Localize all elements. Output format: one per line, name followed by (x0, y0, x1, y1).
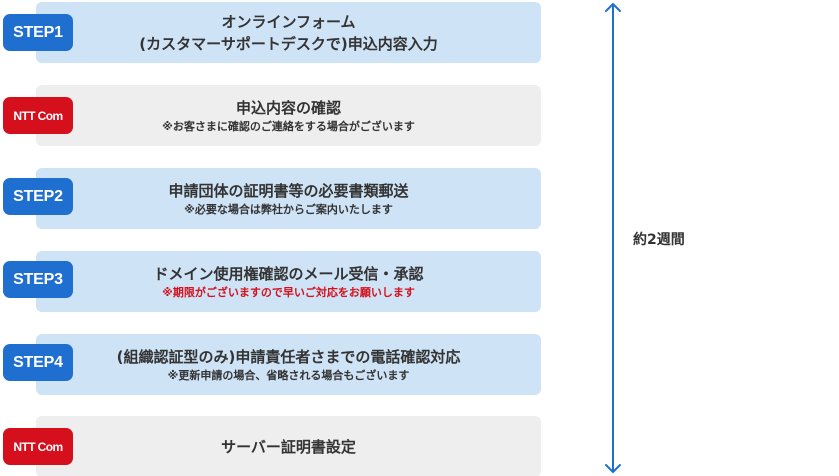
ntt-com-badge: NTT Com (3, 97, 73, 134)
step2-note: ※必要な場合は弊社からご案内いたします (184, 202, 393, 216)
duration-arrow-icon (605, 3, 621, 473)
step3-note: ※期限がございますので早いご対応をお願いします (162, 285, 415, 299)
step4-title: (組織認証型のみ)申請責任者さまでの電話確認対応 (116, 347, 461, 366)
step3-row: ドメイン使用権確認のメール受信・承認 ※期限がございますので早いご対応をお願いし… (36, 251, 541, 312)
ntt-server-cert-title: サーバー証明書設定 (221, 437, 356, 456)
step3-title: ドメイン使用権確認のメール受信・承認 (153, 264, 424, 283)
step1-title: オンラインフォーム (221, 12, 356, 31)
step2-badge: STEP2 (3, 178, 73, 215)
duration-label: 約2週間 (633, 232, 685, 248)
step1-title-line2: (カスタマーサポートデスクで)申込内容入力 (139, 34, 438, 53)
step2-row: 申請団体の証明書等の必要書類郵送 ※必要な場合は弊社からご案内いたします (36, 168, 541, 229)
step4-row: (組織認証型のみ)申請責任者さまでの電話確認対応 ※更新申請の場合、省略される場… (36, 334, 541, 395)
step4-note: ※更新申請の場合、省略される場合もございます (167, 368, 410, 382)
ntt-confirm-title: 申込内容の確認 (235, 98, 341, 117)
ntt-confirm-note: ※お客さまに確認のご連絡をする場合がございます (162, 119, 415, 133)
ntt-server-cert-row: サーバー証明書設定 (36, 416, 541, 476)
step3-badge: STEP3 (3, 261, 73, 298)
step2-title: 申請団体の証明書等の必要書類郵送 (168, 181, 409, 200)
step4-badge: STEP4 (3, 344, 73, 381)
ntt-confirm-row: 申込内容の確認 ※お客さまに確認のご連絡をする場合がございます (36, 85, 541, 146)
step1-row: オンラインフォーム (カスタマーサポートデスクで)申込内容入力 (36, 2, 541, 63)
step1-badge: STEP1 (3, 14, 73, 51)
ntt-com-badge-2: NTT Com (3, 428, 73, 465)
